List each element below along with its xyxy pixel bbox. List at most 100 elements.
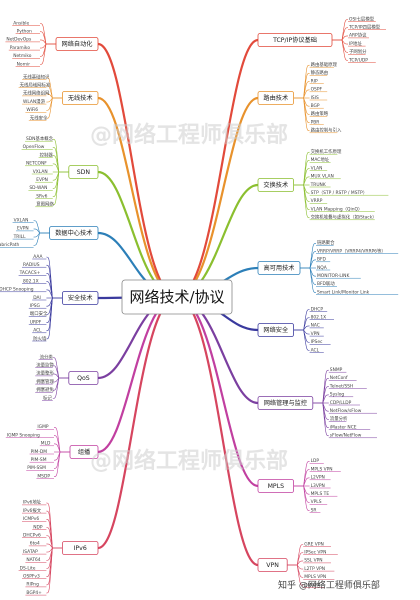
leaf-switching-5[interactable]: STP（STP / RSTP / MSTP） [311, 190, 368, 196]
leaf-security-1[interactable]: 802.1X [311, 315, 327, 321]
leaf-multicast-6[interactable]: MSDP [37, 473, 50, 479]
leaf-sdn-7[interactable]: SRv6 [36, 193, 47, 199]
leaf-datacenter-1[interactable]: EVPN [17, 226, 29, 232]
branch-multicast[interactable]: 组播 [69, 445, 99, 459]
leaf-wireless-5[interactable]: 无线安全 [30, 114, 48, 121]
leaf-reliability-0[interactable]: 链路聚合 [317, 239, 335, 246]
leaf-secure-9[interactable]: ACL [33, 328, 42, 334]
leaf-security-0[interactable]: DHCP [311, 306, 324, 312]
leaf-secure-0[interactable]: AAA [33, 254, 42, 260]
leaf-secure-5[interactable]: DAI [33, 295, 41, 301]
leaf-reliability-1[interactable]: VRRP/VRRP（VRRP4/VRRP6等） [317, 247, 386, 254]
branch-security[interactable]: 网络安全 [257, 323, 294, 337]
leaf-switching-0[interactable]: 交换机工作原理 [311, 148, 342, 155]
leaf-reliability-3[interactable]: NQA [317, 265, 327, 271]
leaf-routing-0[interactable]: 路由基础原理 [311, 61, 338, 68]
leaf-switching-6[interactable]: VRRP [311, 198, 323, 204]
leaf-sdn-8[interactable]: 意图网络 [36, 201, 54, 208]
leaf-automation-3[interactable]: Paramiko [10, 45, 31, 51]
leaf-mpls-2[interactable]: L2VPN [311, 475, 325, 481]
leaf-tcpip-3[interactable]: IP地址 [349, 40, 362, 47]
leaf-sdn-5[interactable]: EVPN [36, 177, 48, 183]
leaf-wireless-0[interactable]: 无线基础知识 [23, 73, 50, 80]
leaf-sdn-4[interactable]: VXLAN [33, 169, 48, 175]
leaf-routing-2[interactable]: RIP [311, 78, 318, 84]
leaf-multicast-1[interactable]: IGMP Snooping [7, 432, 40, 438]
leaf-secure-2[interactable]: TACACS+ [19, 270, 41, 276]
leaf-mpls-0[interactable]: LDP [311, 458, 320, 464]
leaf-datacenter-3[interactable]: FabricPath [0, 242, 20, 248]
leaf-tcpip-5[interactable]: TCP/UDP [348, 57, 368, 63]
leaf-netmgmt-2[interactable]: Telnet/SSH [329, 383, 353, 389]
leaf-routing-5[interactable]: BGP [311, 103, 320, 109]
leaf-qos-2[interactable]: 流量整形 [36, 370, 54, 377]
leaf-switching-3[interactable]: MUX VLAN [311, 174, 334, 180]
leaf-multicast-2[interactable]: MLD [41, 441, 51, 447]
leaf-netmgmt-6[interactable]: 流量分析 [330, 415, 348, 422]
leaf-sdn-1[interactable]: OpenFlow [23, 144, 45, 150]
leaf-secure-4[interactable]: DHCP Snooping [0, 287, 34, 293]
leaf-qos-5[interactable]: 标记 [43, 394, 52, 401]
leaf-netmgmt-7[interactable]: iMaster NCE [330, 424, 357, 430]
leaf-netmgmt-3[interactable]: Syslog [330, 392, 345, 398]
leaf-secure-3[interactable]: 802.1X [23, 278, 39, 284]
leaf-security-4[interactable]: IPSec [311, 339, 323, 345]
leaf-vpn-2[interactable]: SSL VPN [304, 558, 322, 564]
leaf-datacenter-2[interactable]: TRILL [13, 234, 26, 240]
leaf-sdn-2[interactable]: 控制器 [40, 151, 54, 158]
leaf-sdn-3[interactable]: NETCONF [26, 161, 47, 167]
leaf-mpls-6[interactable]: SR [311, 507, 317, 513]
leaf-mpls-5[interactable]: VPLS [311, 499, 322, 505]
leaf-netmgmt-1[interactable]: NetConf [330, 375, 348, 381]
branch-mpls[interactable]: MPLS [257, 479, 294, 493]
leaf-secure-6[interactable]: IPSG [30, 303, 41, 309]
leaf-mpls-1[interactable]: MPLS VPN [311, 466, 333, 472]
leaf-automation-1[interactable]: Python [17, 29, 32, 35]
leaf-secure-10[interactable]: 防火墙 [33, 335, 47, 342]
leaf-reliability-6[interactable]: Smart Link/Monitor Link [317, 289, 370, 295]
leaf-automation-4[interactable]: Netmiko [13, 53, 32, 59]
branch-sdn[interactable]: SDN [68, 165, 99, 179]
leaf-multicast-4[interactable]: PIM-SM [31, 457, 47, 463]
leaf-vpn-4[interactable]: MPLS VPN [304, 574, 326, 580]
branch-reliability[interactable]: 高可用技术 [257, 261, 301, 275]
leaf-automation-0[interactable]: Ansible [13, 20, 29, 26]
leaf-ipv6-7[interactable]: NAT64 [26, 557, 40, 563]
leaf-netmgmt-0[interactable]: SNMP [330, 367, 343, 373]
leaf-security-3[interactable]: VPN [311, 331, 320, 337]
leaf-security-2[interactable]: NAC [311, 323, 320, 329]
leaf-datacenter-0[interactable]: VXLAN [14, 218, 29, 224]
leaf-ipv6-0[interactable]: IPv6地址 [23, 499, 42, 506]
leaf-reliability-4[interactable]: MONITOR-LINK [317, 273, 349, 279]
leaf-ipv6-10[interactable]: RIPng [26, 582, 39, 588]
leaf-netmgmt-4[interactable]: CDP/LLDP [330, 400, 352, 406]
branch-vpn[interactable]: VPN [257, 558, 288, 572]
leaf-ipv6-1[interactable]: IPv6报文 [23, 507, 42, 514]
leaf-vpn-5[interactable]: DMVPN [304, 582, 320, 588]
leaf-wireless-2[interactable]: 无线网络组网 [23, 90, 50, 97]
leaf-ipv6-5[interactable]: 6to4 [30, 541, 40, 547]
leaf-switching-7[interactable]: VLAN Mapping（QinQ） [311, 206, 363, 212]
leaf-reliability-2[interactable]: BFD [317, 257, 327, 263]
branch-switching[interactable]: 交换技术 [257, 178, 294, 192]
branch-automation[interactable]: 网络自动化 [55, 37, 99, 51]
leaf-ipv6-9[interactable]: OSPFv3 [23, 574, 40, 580]
leaf-ipv6-8[interactable]: DS-Lite [20, 565, 36, 571]
branch-wireless[interactable]: 无线技术 [62, 91, 99, 105]
leaf-reliability-5[interactable]: BFD联动 [317, 280, 335, 287]
leaf-ipv6-4[interactable]: DHCPv6 [23, 533, 41, 539]
branch-ipv6[interactable]: IPv6 [62, 541, 99, 555]
leaf-routing-6[interactable]: 路由策略 [311, 110, 329, 117]
leaf-automation-2[interactable]: NetDevOps [6, 37, 32, 43]
leaf-qos-1[interactable]: 流量监管 [36, 362, 54, 369]
leaf-tcpip-0[interactable]: OSI七层模型 [349, 15, 375, 22]
leaf-vpn-3[interactable]: L2TP VPN [304, 566, 325, 572]
leaf-routing-4[interactable]: ISIS [311, 95, 319, 101]
branch-tcpip[interactable]: TCP/IP协议基础 [257, 33, 333, 47]
branch-routing[interactable]: 路由技术 [257, 91, 294, 105]
leaf-routing-3[interactable]: OSPF [311, 87, 323, 93]
leaf-tcpip-2[interactable]: ARP协议 [349, 32, 367, 39]
leaf-multicast-3[interactable]: PIM-DM [31, 449, 48, 455]
leaf-security-5[interactable]: ACL [311, 347, 320, 353]
leaf-wireless-1[interactable]: 无线局域网标准 [20, 82, 51, 89]
